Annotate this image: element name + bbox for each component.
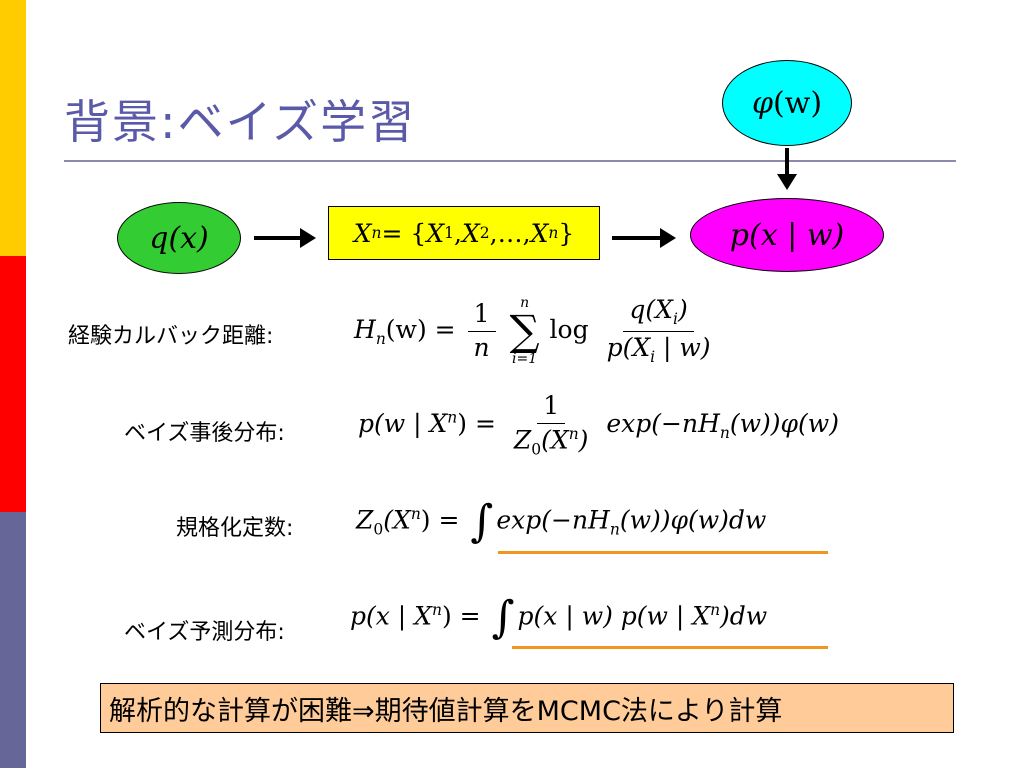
sample-sn: n [548,224,559,242]
prior-node: φ(w) [722,60,852,146]
sample-comma: , [454,218,462,248]
normalizer-rhs-sub: n [609,520,620,539]
true-q: q [149,220,169,256]
kl-ratio-den-text: p(X [606,332,651,362]
posterior-exp-end: (w))φ(w) [729,408,839,438]
posterior-frac-den: Z0(Xn) [508,424,595,459]
predictive-lhs-end: ) = [441,601,489,631]
kl-one-over-n: 1 n [467,299,496,363]
sample-x2: X [461,218,480,248]
kl-log: log [549,314,589,344]
kl-ratio-den-sub: i [650,347,656,366]
kl-sum: n ∑ i=1 [510,296,540,366]
kl-sum-bottom: i=1 [512,351,538,368]
title-divider [64,160,956,162]
kl-ratio-den-end: | w) [655,332,711,362]
model-arg: (x | w) [749,217,845,253]
kl-ratio-den: p(Xi | w) [601,332,717,367]
kl-ratio: q(Xi) p(Xi | w) [601,295,717,367]
accent-stripe-middle [0,256,26,512]
conclusion-box: 解析的な計算が困難⇒期待値計算をMCMC法により計算 [100,683,954,733]
kl-frac-num: 1 [467,299,496,332]
sample-close: } [558,218,575,248]
slide-title: 背景:ベイズ学習 [64,95,417,149]
normalizer-formula: Z0(Xn) = ∫exp(−nHn(w))φ(w)dw [356,500,766,544]
normalizer-sup: n [410,505,421,524]
sample-eq: = { [381,218,427,248]
predictive-rhs-sup: n [710,601,721,620]
posterior-Z-sub: 0 [531,440,542,459]
kl-ratio-num: q(Xi) [623,295,694,332]
sample-s1: 1 [444,224,455,242]
normalizer-lhs-end: ) = [420,505,468,535]
kl-ratio-num-text: q(X [629,295,673,324]
kl-sum-symbol: ∑ [509,306,540,356]
posterior-Z-sup: n [568,424,579,443]
posterior-lhs: p(w | X [358,408,448,438]
sample-x1: X [426,218,445,248]
posterior-label: ベイズ事後分布: [124,421,285,446]
kl-formula: Hn(w) = 1 n n ∑ i=1 log q(Xi) p(Xi | w) [354,295,721,367]
normalizer-rhs: exp(−nH [496,505,610,535]
kl-H: H [354,314,376,344]
kl-sum-top: n [520,295,530,312]
posterior-formula: p(w | Xn) = 1 Z0(Xn) exp(−nHn(w))φ(w) [358,391,839,459]
accent-stripe-top [0,0,26,256]
normalizer-arg: (X [383,505,411,535]
kl-H-sub: n [375,329,386,348]
kl-frac-den: n [473,332,490,362]
sample-to-model-arrow [612,228,676,248]
predictive-lhs-sup: n [431,601,442,620]
sample-lhs-sup: n [371,224,382,242]
true-arg: (x) [168,220,209,256]
kl-arg: (w) = [385,314,464,344]
predictive-label: ベイズ予測分布: [124,620,285,645]
sample-xn: X [530,218,549,248]
accent-stripe-bottom [0,512,26,768]
normalizer-integral: ∫ [470,496,494,547]
prior-to-model-arrow [777,148,797,190]
posterior-exp: exp(−nH [606,408,720,438]
normalizer-Z-sub: 0 [373,520,384,539]
prior-arg: (w) [772,85,823,121]
model-p: p [729,217,750,253]
normalizer-label: 規格化定数: [176,516,294,541]
posterior-frac-num: 1 [537,391,566,424]
normalizer-underline [498,551,828,554]
posterior-lhs-sup: n [447,408,458,427]
predictive-lhs: p(x | X [350,601,432,631]
kl-ratio-num-end: ) [677,295,688,324]
sample-lhs: X [353,218,372,248]
kl-ratio-num-sub: i [672,310,678,328]
posterior-fraction: 1 Z0(Xn) [508,391,595,459]
normalizer-rhs-end: (w))φ(w)dw [619,505,767,535]
true-to-sample-arrow [254,228,316,248]
predictive-underline [512,646,828,649]
posterior-Z-arg: (X [541,425,569,455]
predictive-rhs: p(x | w) p(w | X [517,601,711,631]
predictive-formula: p(x | Xn) = ∫p(x | w) p(w | Xn)dw [350,596,767,640]
model-node: p(x | w) [690,198,884,272]
normalizer-Z: Z [356,505,374,535]
predictive-integral: ∫ [491,592,515,643]
posterior-exp-sub: n [719,423,730,442]
sample-s2: 2 [479,224,490,242]
posterior-Z: Z [513,425,532,455]
posterior-lhs-end: ) = [457,408,504,438]
predictive-rhs-end: )dw [720,601,768,631]
prior-phi: φ [751,85,773,121]
posterior-Z-end: ) [578,425,589,455]
true-distribution-node: q(x) [117,202,241,274]
kl-label: 経験カルバック距離: [68,324,274,349]
sample-dots: ,…, [489,218,531,248]
